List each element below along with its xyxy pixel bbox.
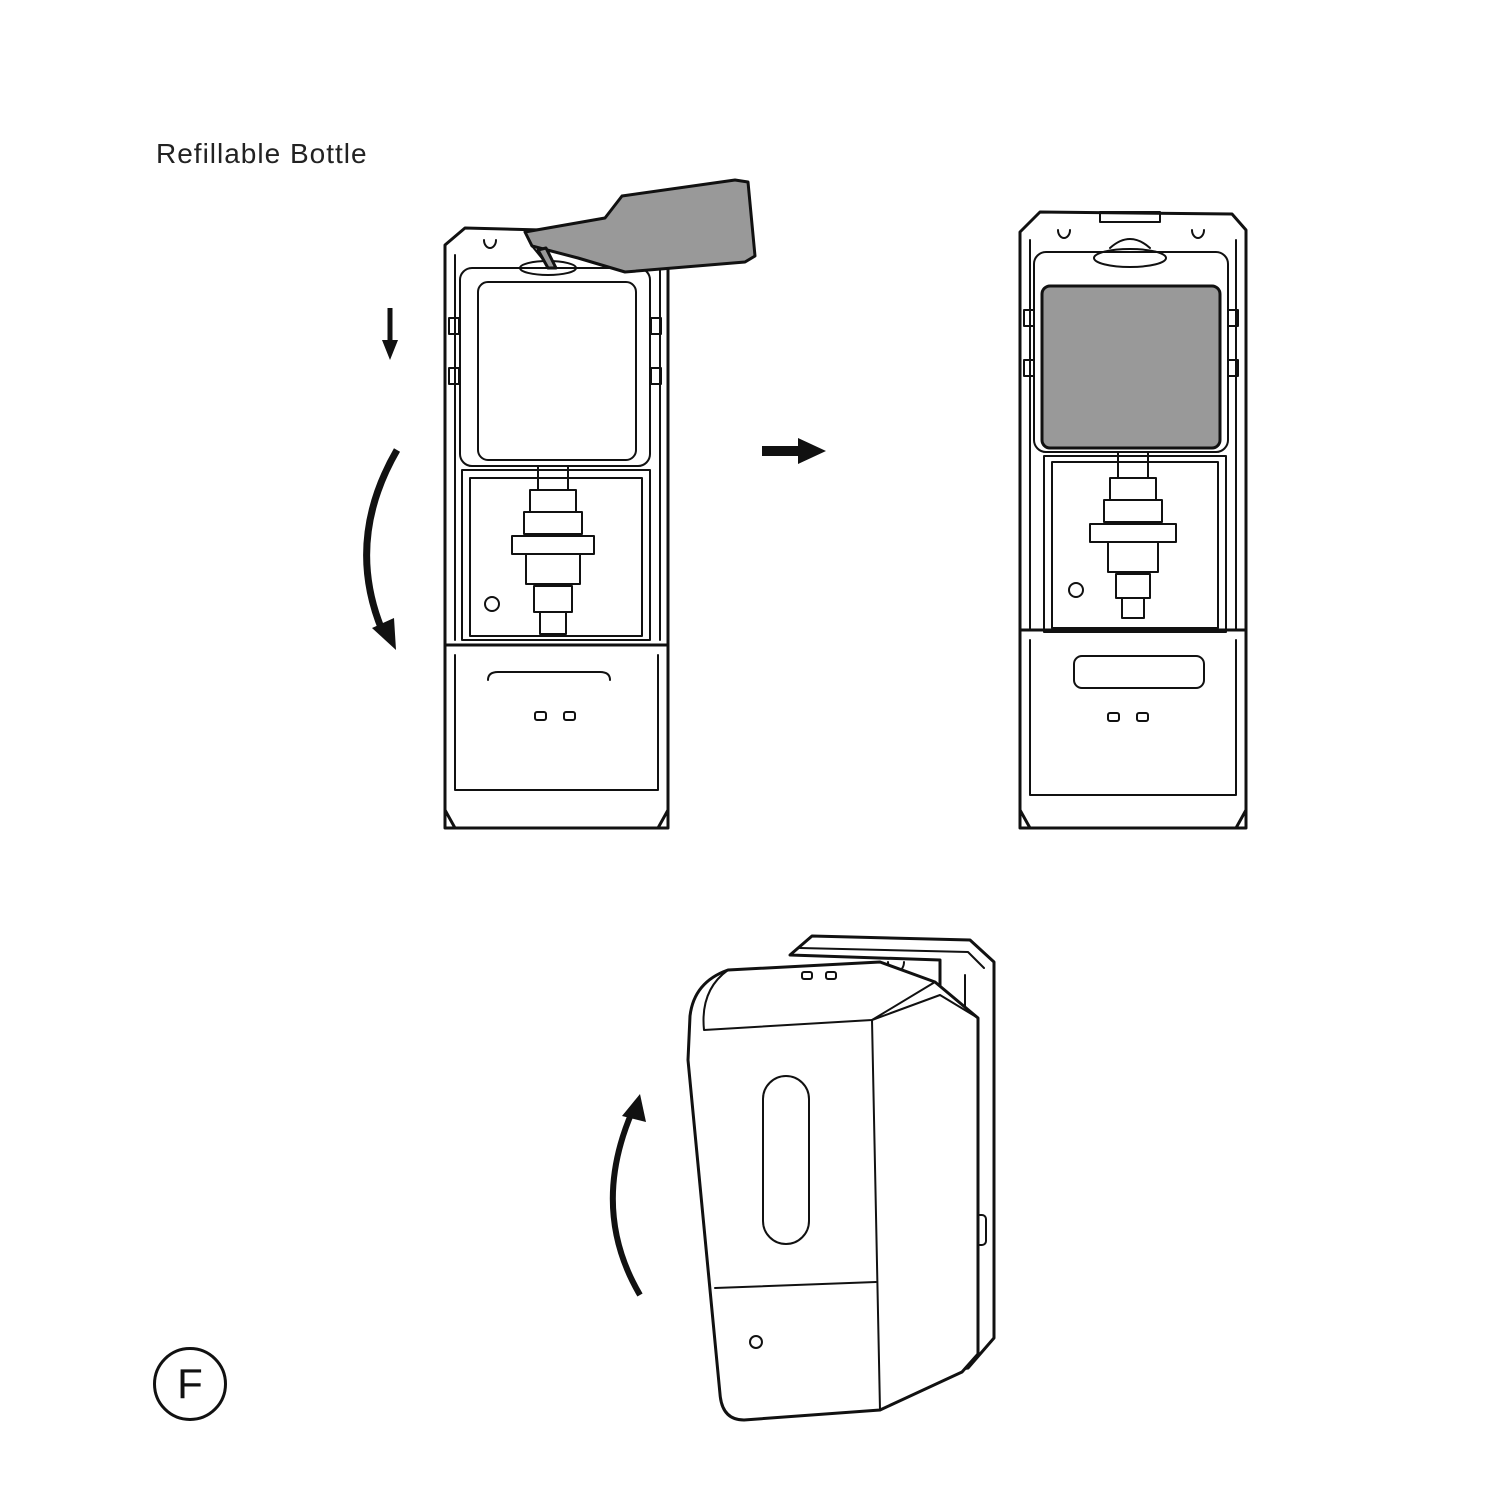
open-dispenser-refilling bbox=[443, 178, 757, 830]
right-arrow-icon bbox=[762, 438, 826, 464]
open-dispenser-filled bbox=[1018, 210, 1248, 830]
down-arrow-icon bbox=[382, 308, 398, 360]
curved-down-arrow-icon bbox=[363, 448, 401, 650]
curved-up-arrow-icon bbox=[609, 1094, 646, 1297]
closing-dispenser bbox=[686, 934, 996, 1422]
step-badge: F bbox=[153, 1347, 227, 1421]
diagram-title: Refillable Bottle bbox=[156, 138, 368, 169]
